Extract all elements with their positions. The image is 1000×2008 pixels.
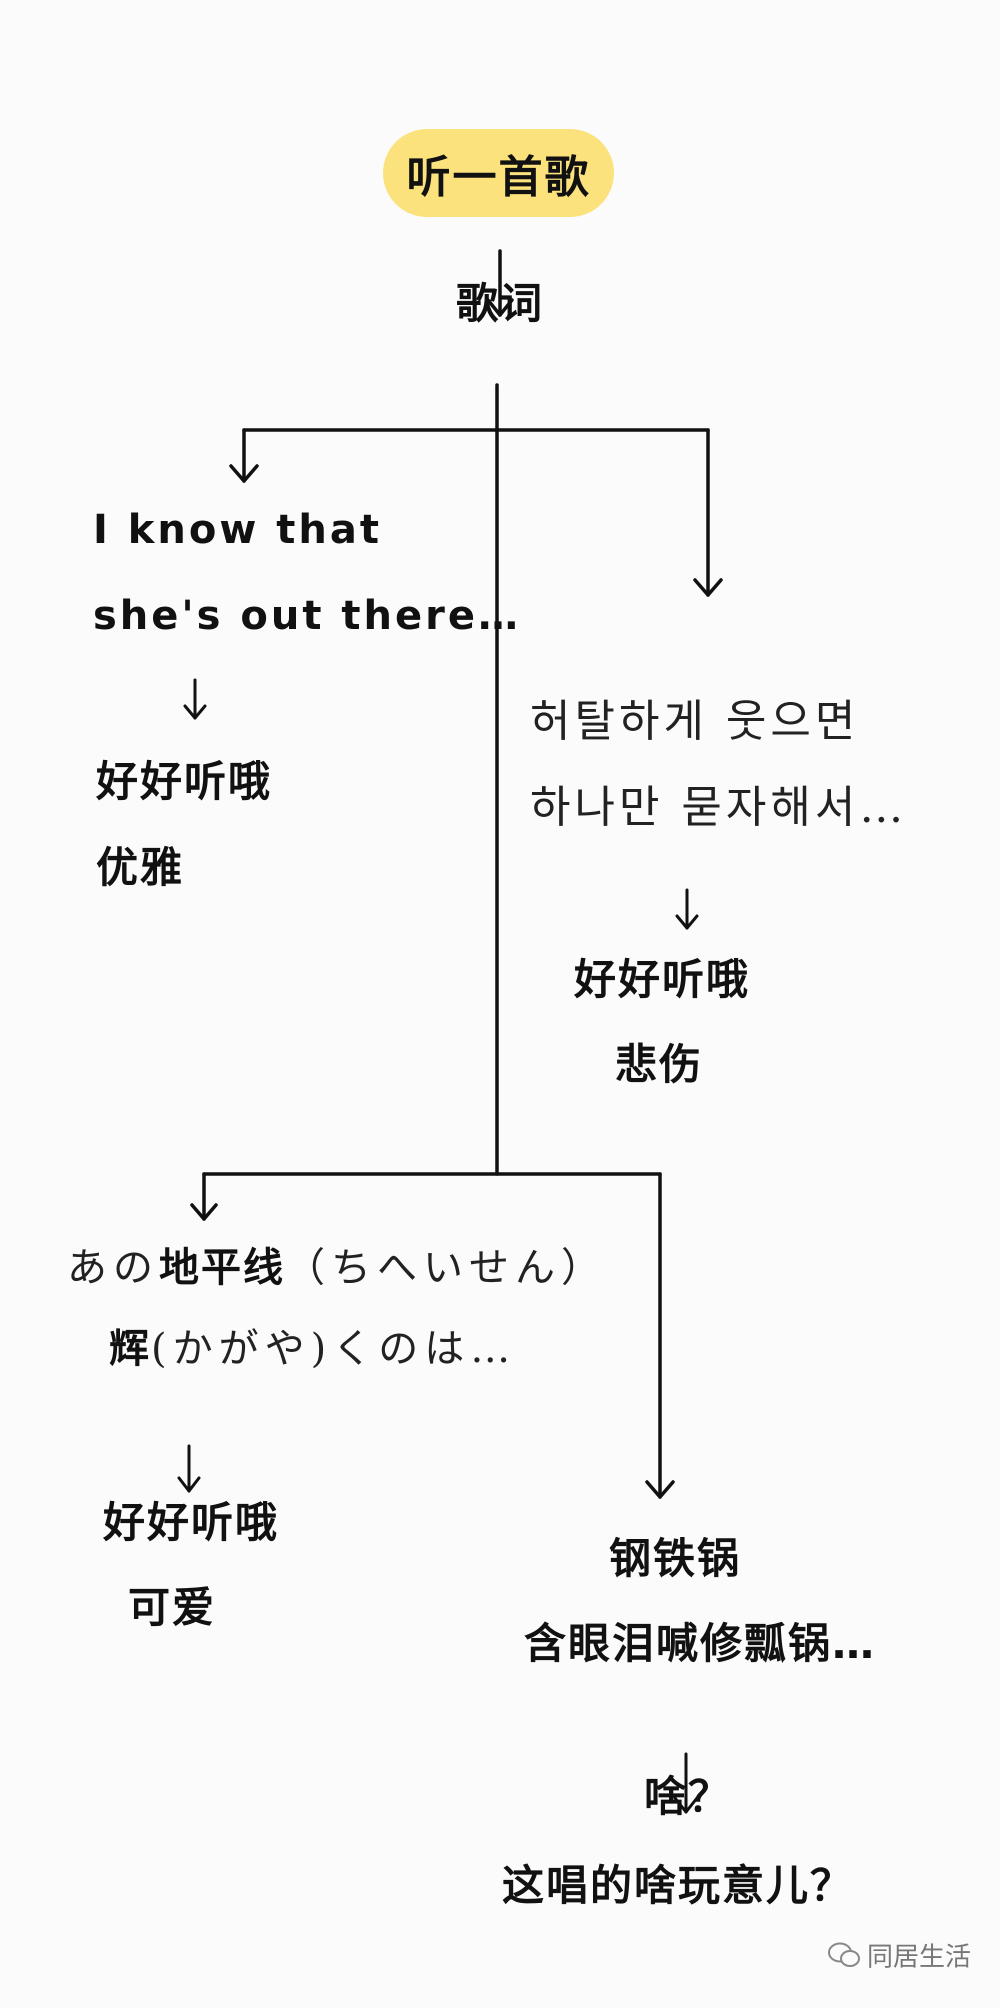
arrow-to-japanese — [190, 1172, 218, 1221]
arrow-english-reaction — [183, 678, 207, 720]
chinese-reaction2: 这唱的啥玩意儿？ — [501, 1861, 855, 1910]
jp-reading: （ちへいせん） — [285, 1245, 607, 1291]
korean-reaction1: 好好听哦 — [573, 955, 751, 1004]
arrow-to-english — [229, 428, 259, 483]
english-reaction1: 好好听哦 — [96, 757, 273, 806]
jp-rest: (かがや)くのは… — [151, 1326, 517, 1372]
arrow-root-to-lyrics — [486, 249, 514, 317]
korean-lyric-line1: 허탈하게 웃으면 — [530, 696, 860, 747]
arrow-to-korean — [693, 428, 723, 597]
chinese-lyric-line1: 钢铁锅 — [608, 1534, 742, 1583]
root-node: 听一首歌 — [383, 129, 614, 217]
english-lyric-line2: she's out there… — [93, 593, 521, 639]
korean-lyric-line2: 하나만 묻자해서… — [530, 782, 908, 833]
arrow-to-chinese — [645, 1172, 675, 1499]
jp-ano: あの — [67, 1245, 159, 1291]
chinese-lyric-line2: 含眼泪喊修瓢锅… — [523, 1619, 877, 1668]
english-lyric-line1: I know that — [93, 507, 382, 553]
chinese-reaction1: 啥？ — [643, 1772, 733, 1821]
watermark: 同居生活 — [827, 1937, 971, 1974]
arrow-korean-reaction — [675, 888, 699, 930]
arrow-japanese-reaction — [177, 1444, 201, 1493]
jp-shine: 辉 — [109, 1326, 151, 1372]
japanese-lyric-line1: あの地平线（ちへいせん） — [67, 1248, 607, 1288]
japanese-reaction2: 可爱 — [128, 1583, 217, 1632]
english-reaction2: 优雅 — [96, 843, 185, 892]
japanese-lyric-line2: 辉(かがや)くのは… — [109, 1329, 516, 1369]
jp-horizon: 地平线 — [159, 1245, 285, 1291]
watermark-label: 同居生活 — [867, 1942, 972, 1973]
japanese-reaction1: 好好听哦 — [103, 1498, 280, 1547]
root-label: 听一首歌 — [406, 152, 591, 203]
wechat-icon — [828, 1942, 860, 1967]
lyrics-label: 歌词 — [455, 279, 545, 328]
arrow-chinese-reaction — [673, 1752, 699, 1814]
korean-reaction2: 悲伤 — [614, 1040, 704, 1089]
